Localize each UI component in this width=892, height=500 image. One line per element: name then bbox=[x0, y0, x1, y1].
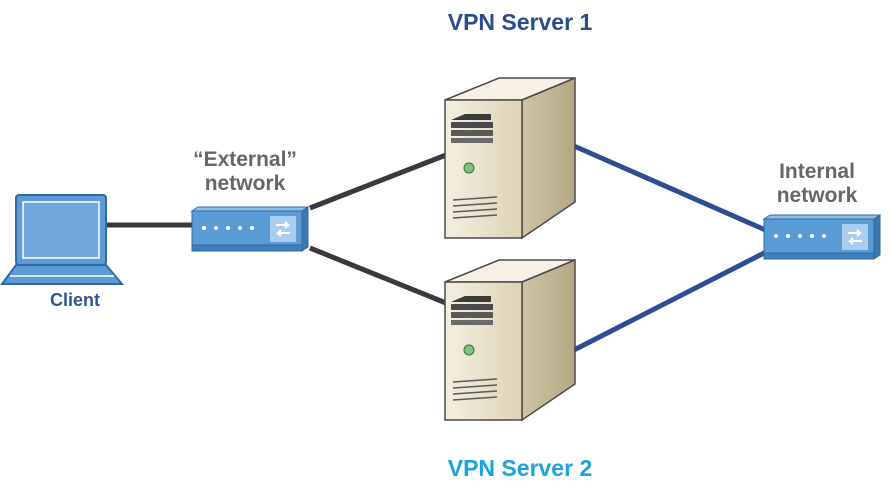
link-vpn1-internal bbox=[572, 143, 772, 235]
link-external-vpn1 bbox=[309, 152, 447, 211]
external-network-label: “External” network bbox=[150, 148, 340, 195]
vpn-server-2-label: VPN Server 2 bbox=[447, 455, 593, 481]
link-vpn2-internal bbox=[572, 247, 772, 353]
laptop-icon bbox=[0, 194, 125, 285]
vpn-server-1-icon bbox=[444, 77, 576, 239]
external-network-label-line2: network bbox=[204, 171, 286, 195]
link-external-vpn2 bbox=[309, 245, 447, 306]
vpn-server-1-label: VPN Server 1 bbox=[447, 9, 593, 35]
internal-network-label: Internal network bbox=[742, 160, 892, 207]
external-network-switch-icon bbox=[191, 206, 309, 252]
vpn-server-2-icon bbox=[444, 259, 576, 421]
client-label: Client bbox=[49, 290, 100, 310]
internal-network-label-line1: Internal bbox=[779, 160, 855, 183]
internal-network-switch-icon bbox=[763, 214, 881, 260]
external-network-label-line1: “External” bbox=[193, 148, 297, 171]
internal-network-label-line2: network bbox=[776, 183, 858, 207]
